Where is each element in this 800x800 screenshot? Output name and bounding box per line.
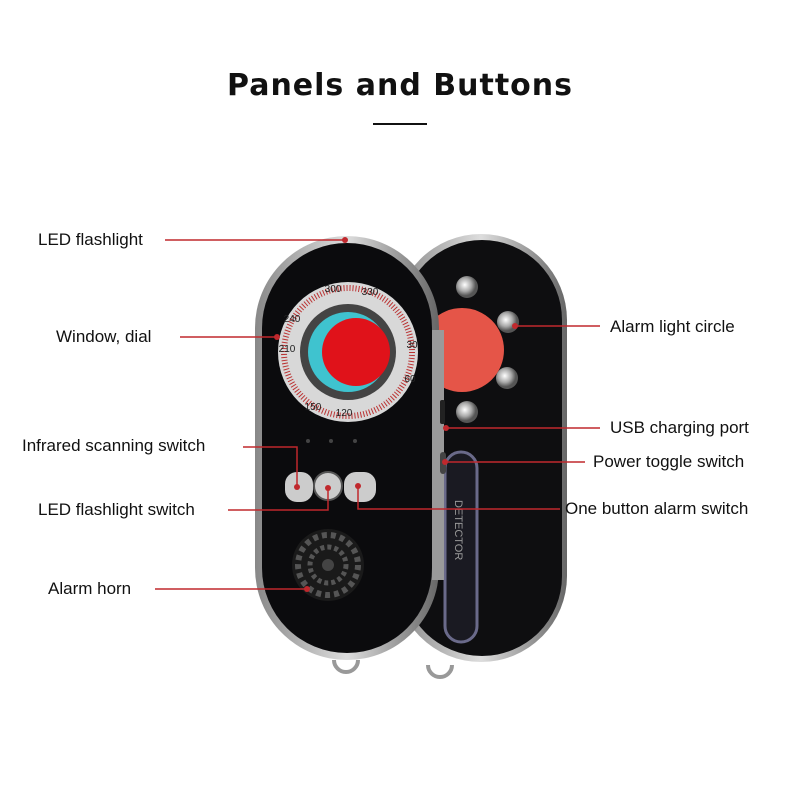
svg-text:150: 150 [305, 402, 322, 413]
page-title: Panels and Buttons [227, 68, 573, 103]
callout-lines [155, 239, 600, 590]
label-alarm-horn: Alarm horn [48, 579, 132, 598]
detector-slot [443, 450, 479, 644]
label-power-toggle: Power toggle switch [593, 452, 745, 471]
front-device: 300 330 30 60 120 150 210 240 [255, 236, 446, 674]
svg-text:60: 60 [404, 374, 416, 385]
svg-text:120: 120 [336, 408, 353, 419]
label-window-dial: Window, dial [56, 327, 152, 346]
svg-text:240: 240 [284, 314, 301, 325]
detector-text: DETECTOR [452, 500, 464, 560]
svg-text:300: 300 [325, 284, 342, 295]
alarm-horn-speaker [292, 529, 364, 601]
alarm-light-leds [456, 276, 519, 423]
svg-text:210: 210 [279, 344, 296, 355]
dial: 300 330 30 60 120 150 210 240 [278, 282, 418, 422]
title-underline [373, 123, 427, 125]
callout-dots [274, 237, 518, 592]
label-alarm-light-circle: Alarm light circle [610, 317, 735, 336]
label-usb-port: USB charging port [610, 418, 749, 437]
svg-text:30: 30 [406, 340, 418, 351]
label-led-switch: LED flashlight switch [38, 500, 195, 519]
label-infrared-switch: Infrared scanning switch [22, 436, 206, 455]
usb-port [440, 400, 445, 424]
svg-text:330: 330 [362, 287, 379, 298]
label-one-button-alarm: One button alarm switch [565, 499, 749, 518]
label-led-flashlight: LED flashlight [38, 230, 143, 249]
